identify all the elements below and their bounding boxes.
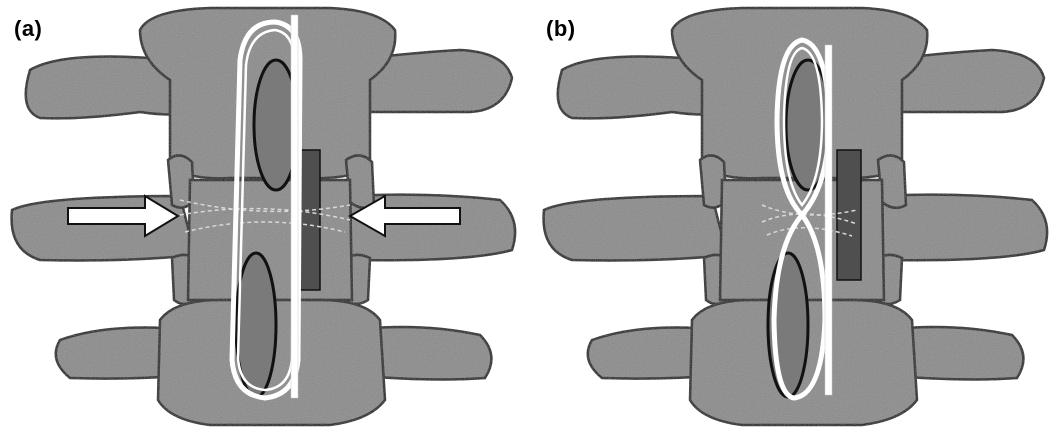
vertical-rod xyxy=(291,15,298,398)
mid-transverse-process-left xyxy=(544,196,727,260)
mid-transverse-process-left xyxy=(12,196,195,260)
panel-a: (a) xyxy=(0,0,532,427)
panel-label-a: (a) xyxy=(14,16,42,42)
panel-b: (b) xyxy=(532,0,1064,427)
panel-label-b: (b) xyxy=(546,16,576,42)
spine-illustration-b xyxy=(532,0,1064,427)
spine-illustration-a xyxy=(0,0,532,427)
vertical-rod xyxy=(825,45,832,395)
spinous-process-shadow xyxy=(837,150,861,280)
